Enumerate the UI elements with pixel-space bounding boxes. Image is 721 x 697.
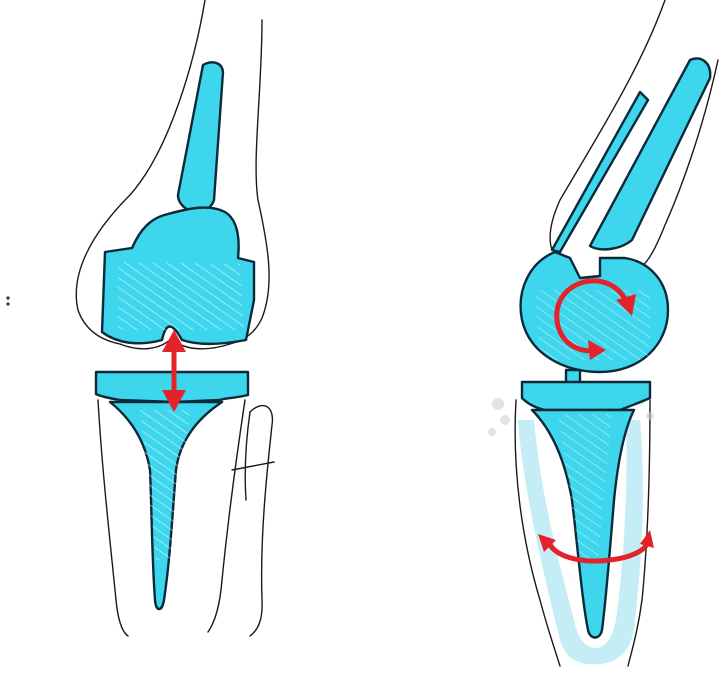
front-view-figure [76, 0, 274, 636]
tibia-bone-outline-right [208, 400, 245, 632]
edge-mark-2 [6, 302, 9, 305]
side-view-figure [488, 0, 718, 666]
tibial-hatching [140, 410, 190, 560]
side-tibial-tray [522, 382, 650, 410]
fibula-outline [250, 406, 272, 636]
edge-mark [6, 296, 9, 299]
fibula-inner-outline [232, 412, 274, 500]
femoral-hatching [118, 262, 244, 330]
tibia-bone-outline-left [98, 400, 128, 636]
